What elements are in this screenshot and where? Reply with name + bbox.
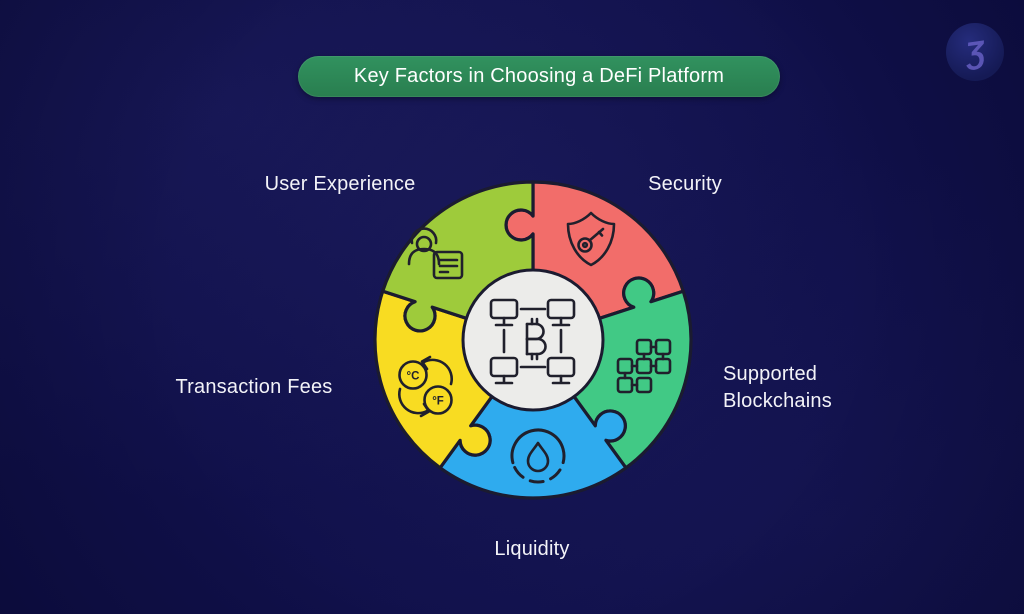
- bitcoin-symbol: [525, 317, 547, 361]
- celsius-text: °C: [407, 371, 420, 383]
- monitor-node: [489, 356, 519, 385]
- label-liquidity: Liquidity: [494, 538, 570, 560]
- brand-logo-icon: Ʒ: [963, 33, 987, 71]
- monitor-node: [546, 298, 576, 327]
- fahrenheit-text: °F: [432, 396, 444, 408]
- label-transaction-fees: Transaction Fees: [175, 376, 333, 398]
- linked-blocks-icon: [616, 338, 672, 394]
- label-security: Security: [648, 173, 722, 195]
- label-supported-blockchains: Supported Blockchains: [723, 363, 832, 412]
- water-drop-icon: [510, 428, 566, 484]
- defi-factors-puzzle-wheel: °C °F: [373, 180, 693, 500]
- bitcoin-network-icon: [489, 298, 576, 385]
- title-pill: Key Factors in Choosing a DeFi Platform: [298, 56, 780, 97]
- unit-conversion-icon: °C °F: [398, 355, 453, 418]
- shield-key-icon: [566, 211, 616, 267]
- user-profile-document-icon: [407, 227, 464, 280]
- label-user-experience: User Experience: [264, 173, 416, 195]
- monitor-node: [489, 298, 519, 327]
- page-title: Key Factors in Choosing a DeFi Platform: [353, 65, 725, 87]
- monitor-node: [546, 356, 576, 385]
- network-connectors: [502, 307, 563, 369]
- brand-logo: Ʒ: [946, 23, 1004, 81]
